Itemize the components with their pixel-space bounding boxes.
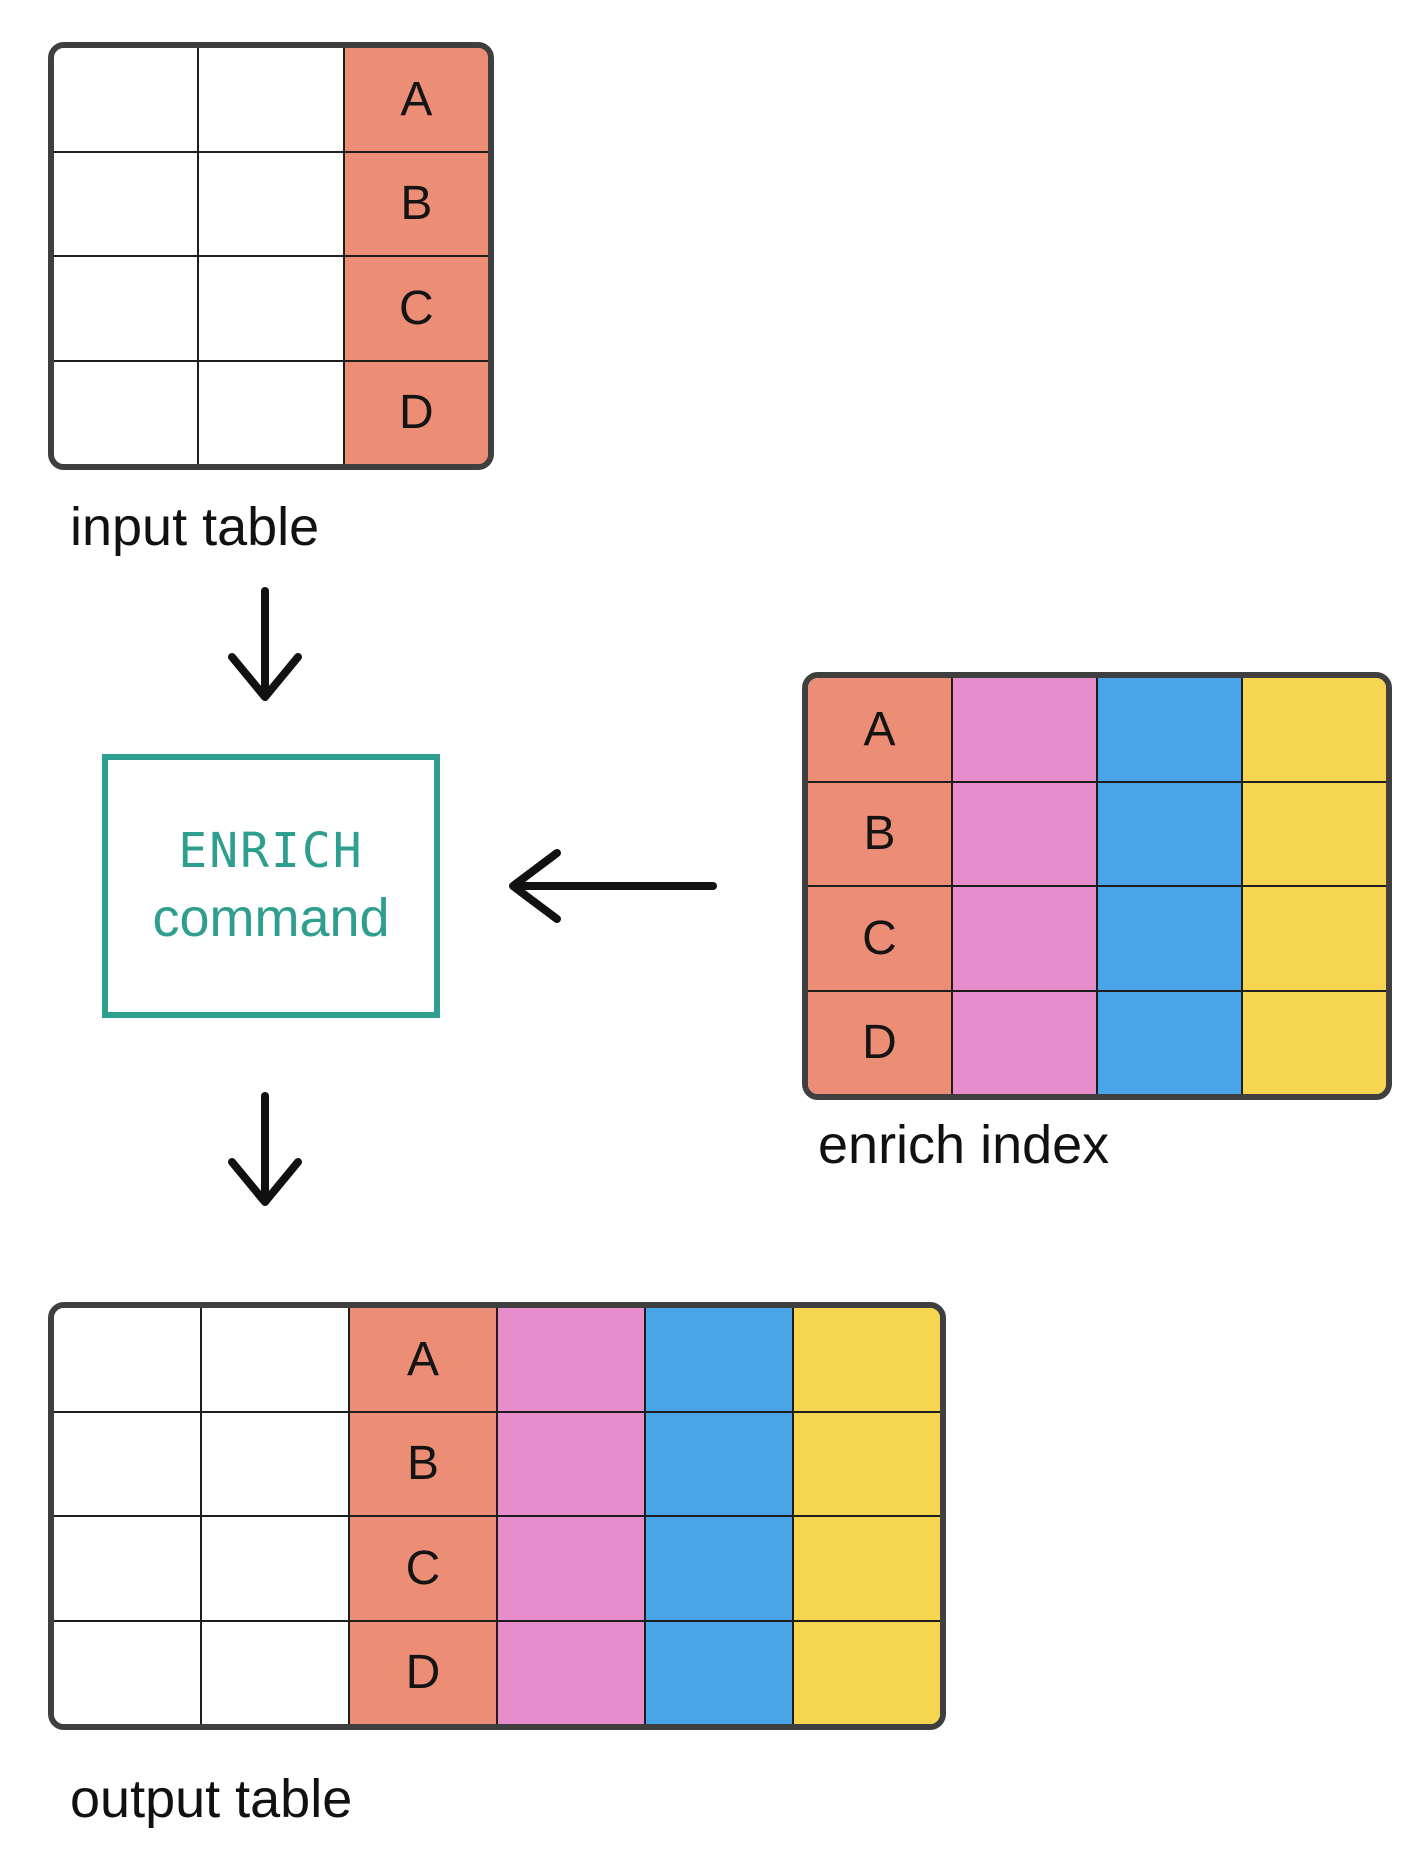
cell-empty [199, 257, 345, 360]
cell-empty [202, 1517, 350, 1620]
cell-enrich-field [794, 1621, 940, 1724]
cell-enrich-field [498, 1308, 646, 1411]
table-row: C [54, 1517, 940, 1622]
table-row: B [54, 152, 488, 257]
cell-enrich-field [1098, 991, 1243, 1094]
table-row: D [54, 361, 488, 464]
cell-match-key: A [350, 1308, 498, 1411]
enrich-command-title: ENRICH [178, 823, 364, 879]
cell-match-key: C [808, 887, 953, 990]
cell-empty [202, 1412, 350, 1515]
cell-enrich-field [498, 1517, 646, 1620]
cell-match-key: B [344, 152, 488, 255]
table-row: A [54, 48, 488, 153]
arrow-down-icon [220, 585, 310, 725]
enrich-index-table: A B C D [802, 672, 1392, 1100]
enrich-command-box: ENRICH command [102, 754, 440, 1018]
cell-empty [54, 1621, 202, 1724]
cell-enrich-field [953, 887, 1098, 990]
cell-match-key: B [350, 1412, 498, 1515]
cell-empty [54, 361, 200, 464]
cell-enrich-field [1098, 782, 1243, 885]
cell-enrich-field [498, 1621, 646, 1724]
cell-enrich-field [953, 991, 1098, 1094]
cell-match-key: B [808, 782, 953, 885]
cell-enrich-field [953, 678, 1098, 781]
cell-empty [54, 1308, 202, 1411]
cell-enrich-field [498, 1412, 646, 1515]
cell-empty [199, 48, 345, 151]
cell-enrich-field [1098, 887, 1243, 990]
cell-enrich-field [794, 1308, 940, 1411]
table-row: B [808, 782, 1386, 887]
table-row: A [54, 1308, 940, 1413]
cell-enrich-field [794, 1412, 940, 1515]
cell-enrich-field [646, 1621, 794, 1724]
cell-match-key: A [808, 678, 953, 781]
table-row: C [54, 257, 488, 362]
cell-empty [54, 1412, 202, 1515]
input-table: A B C D [48, 42, 494, 470]
cell-match-key: C [344, 257, 488, 360]
table-row: C [808, 887, 1386, 992]
cell-match-key: C [350, 1517, 498, 1620]
input-table-label: input table [70, 497, 320, 557]
cell-enrich-field [646, 1412, 794, 1515]
output-table: A B C D [48, 1302, 946, 1730]
cell-empty [54, 48, 200, 151]
cell-match-key: A [344, 48, 488, 151]
cell-match-key: D [344, 361, 488, 464]
cell-match-key: D [808, 991, 953, 1094]
cell-empty [54, 152, 200, 255]
table-row: D [808, 991, 1386, 1094]
cell-match-key: D [350, 1621, 498, 1724]
cell-enrich-field [1098, 678, 1243, 781]
arrow-left-icon [505, 841, 720, 936]
enrich-command-subtitle: command [152, 888, 390, 948]
table-row: D [54, 1621, 940, 1724]
cell-enrich-field [1243, 887, 1386, 990]
cell-enrich-field [646, 1517, 794, 1620]
cell-enrich-field [1243, 782, 1386, 885]
cell-enrich-field [1243, 678, 1386, 781]
cell-enrich-field [646, 1308, 794, 1411]
cell-empty [54, 1517, 202, 1620]
cell-enrich-field [953, 782, 1098, 885]
arrow-down-icon [220, 1090, 310, 1230]
table-row: B [54, 1412, 940, 1517]
output-table-label: output table [70, 1769, 353, 1829]
cell-enrich-field [794, 1517, 940, 1620]
cell-empty [202, 1308, 350, 1411]
cell-empty [199, 361, 345, 464]
table-row: A [808, 678, 1386, 783]
cell-empty [202, 1621, 350, 1724]
cell-empty [199, 152, 345, 255]
cell-enrich-field [1243, 991, 1386, 1094]
cell-empty [54, 257, 200, 360]
enrich-index-label: enrich index [818, 1115, 1110, 1175]
